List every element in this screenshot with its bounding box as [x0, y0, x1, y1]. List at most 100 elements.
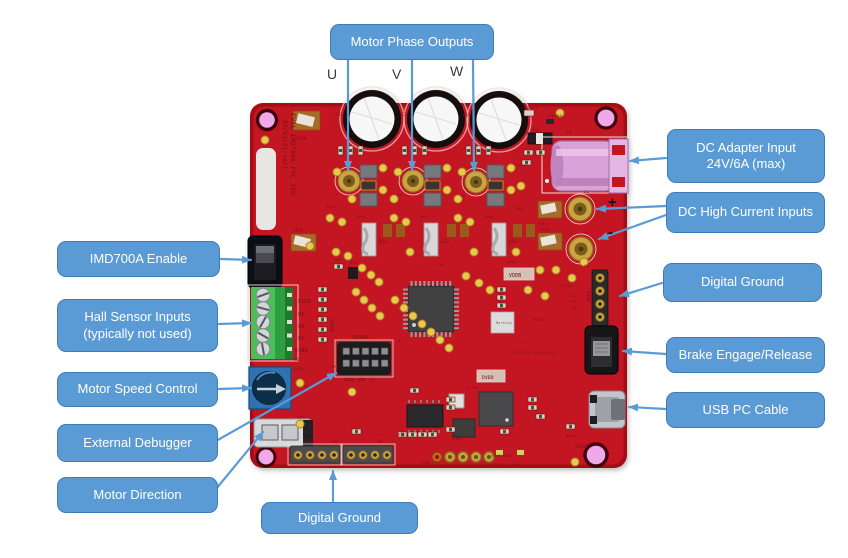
passive-component [402, 149, 407, 152]
callout-brake: Brake Engage/Release [666, 337, 825, 373]
silkscreen-label: X2 [377, 439, 383, 444]
silkscreen-label: J6 [566, 129, 572, 134]
passive-component [436, 281, 439, 286]
silkscreen-label: SWDIO [330, 318, 335, 332]
passive-component [449, 405, 452, 410]
via [435, 335, 445, 345]
via [506, 163, 516, 173]
passive-component [500, 303, 503, 308]
via [332, 453, 336, 457]
silkscreen-label: EVAL IMD700A FOC 35H [289, 113, 297, 195]
phase-label-w: W [450, 63, 464, 79]
passive-component [539, 414, 542, 419]
via [296, 453, 300, 457]
passive-component [444, 281, 447, 286]
via [260, 135, 270, 145]
callout-label: DC High Current Inputs [677, 204, 814, 220]
passive-component [422, 149, 427, 152]
via [444, 343, 454, 353]
passive-component [503, 429, 506, 434]
callout-label: Motor Direction [93, 486, 182, 502]
header-pin [361, 359, 370, 367]
callout-label: (typically not used) [83, 325, 192, 341]
via [332, 167, 342, 177]
via [523, 285, 533, 295]
passive-component [454, 310, 459, 312]
silkscreen-label: DVDD [482, 375, 494, 381]
silkscreen-label: C3 [463, 113, 469, 118]
via [405, 247, 415, 257]
passive-component [431, 432, 434, 437]
led303 [546, 119, 554, 124]
silkscreen-label: U1 [398, 338, 403, 343]
silkscreen-label: R301 R302 [492, 454, 512, 458]
silkscreen-label: C45 [437, 263, 444, 267]
silkscreen-label: TP43 [537, 221, 547, 226]
silkscreen-label: DVDD [298, 299, 311, 305]
silkscreen-label: C51 [570, 300, 577, 304]
silkscreen-label: F1 [533, 127, 539, 132]
passive-component [321, 337, 324, 342]
via [320, 453, 324, 457]
passive-component [500, 295, 503, 300]
passive-component [569, 424, 572, 429]
silkscreen-plate [256, 148, 276, 230]
via [435, 455, 439, 459]
passive-component [414, 281, 417, 286]
via [461, 455, 465, 459]
screw-slot [257, 292, 269, 298]
silkscreen-label: J5 [460, 193, 465, 198]
silkscreen-label: J1 [584, 189, 589, 194]
callout-label: DC Adapter Input [696, 139, 796, 155]
passive-component [403, 301, 408, 304]
line-enable [219, 255, 253, 264]
passive-component [449, 427, 452, 432]
passive-component [411, 432, 414, 437]
passive-component [403, 327, 408, 330]
callout-digital-ground-right: Digital Ground [663, 263, 822, 302]
silkscreen-label: TP67 [420, 214, 430, 219]
header-pin [342, 347, 350, 355]
passive-component [403, 297, 408, 300]
header-pin [342, 359, 350, 367]
silkscreen-label: LED1 [507, 259, 517, 264]
silkscreen-label: LED303 [547, 113, 562, 118]
passive-component [321, 307, 324, 312]
silkscreen-label: Marking [496, 321, 512, 325]
passive-component [403, 318, 408, 321]
silkscreen-label: L2 [523, 340, 527, 344]
passive-component [287, 347, 292, 351]
callout-motor-phase-outputs: Motor Phase Outputs [330, 24, 494, 60]
passive-component [321, 297, 324, 302]
passive-component [449, 281, 452, 286]
via [378, 163, 388, 173]
silkscreen-label: VDDB [509, 273, 521, 279]
silkscreen-label: J4 [397, 192, 402, 197]
silkscreen-label: TP138 [532, 317, 545, 322]
via [308, 453, 312, 457]
silkscreen-label: DGND [295, 348, 308, 354]
passive-component [531, 405, 534, 410]
via [375, 311, 385, 321]
via [555, 108, 565, 118]
callout-hall-sensor: Hall Sensor Inputs (typically not used) [57, 299, 218, 352]
silkscreen-label: RS3 [509, 239, 517, 244]
via [408, 311, 418, 321]
via [598, 289, 602, 293]
callout-imd700a-enable: IMD700A Enable [57, 241, 220, 277]
via [390, 295, 400, 305]
passive-component [410, 281, 413, 286]
silkscreen-label: DGND [303, 439, 315, 445]
phase-output-pads [334, 164, 505, 207]
header-pin [352, 347, 360, 355]
passive-component [403, 322, 408, 325]
via [343, 251, 353, 261]
jp301-pads [431, 451, 495, 463]
debug-header [334, 339, 394, 378]
via [374, 277, 384, 287]
passive-component [338, 149, 343, 152]
via [347, 387, 357, 397]
silkscreen-label: TP40 [296, 136, 307, 141]
line-brake [621, 347, 668, 356]
